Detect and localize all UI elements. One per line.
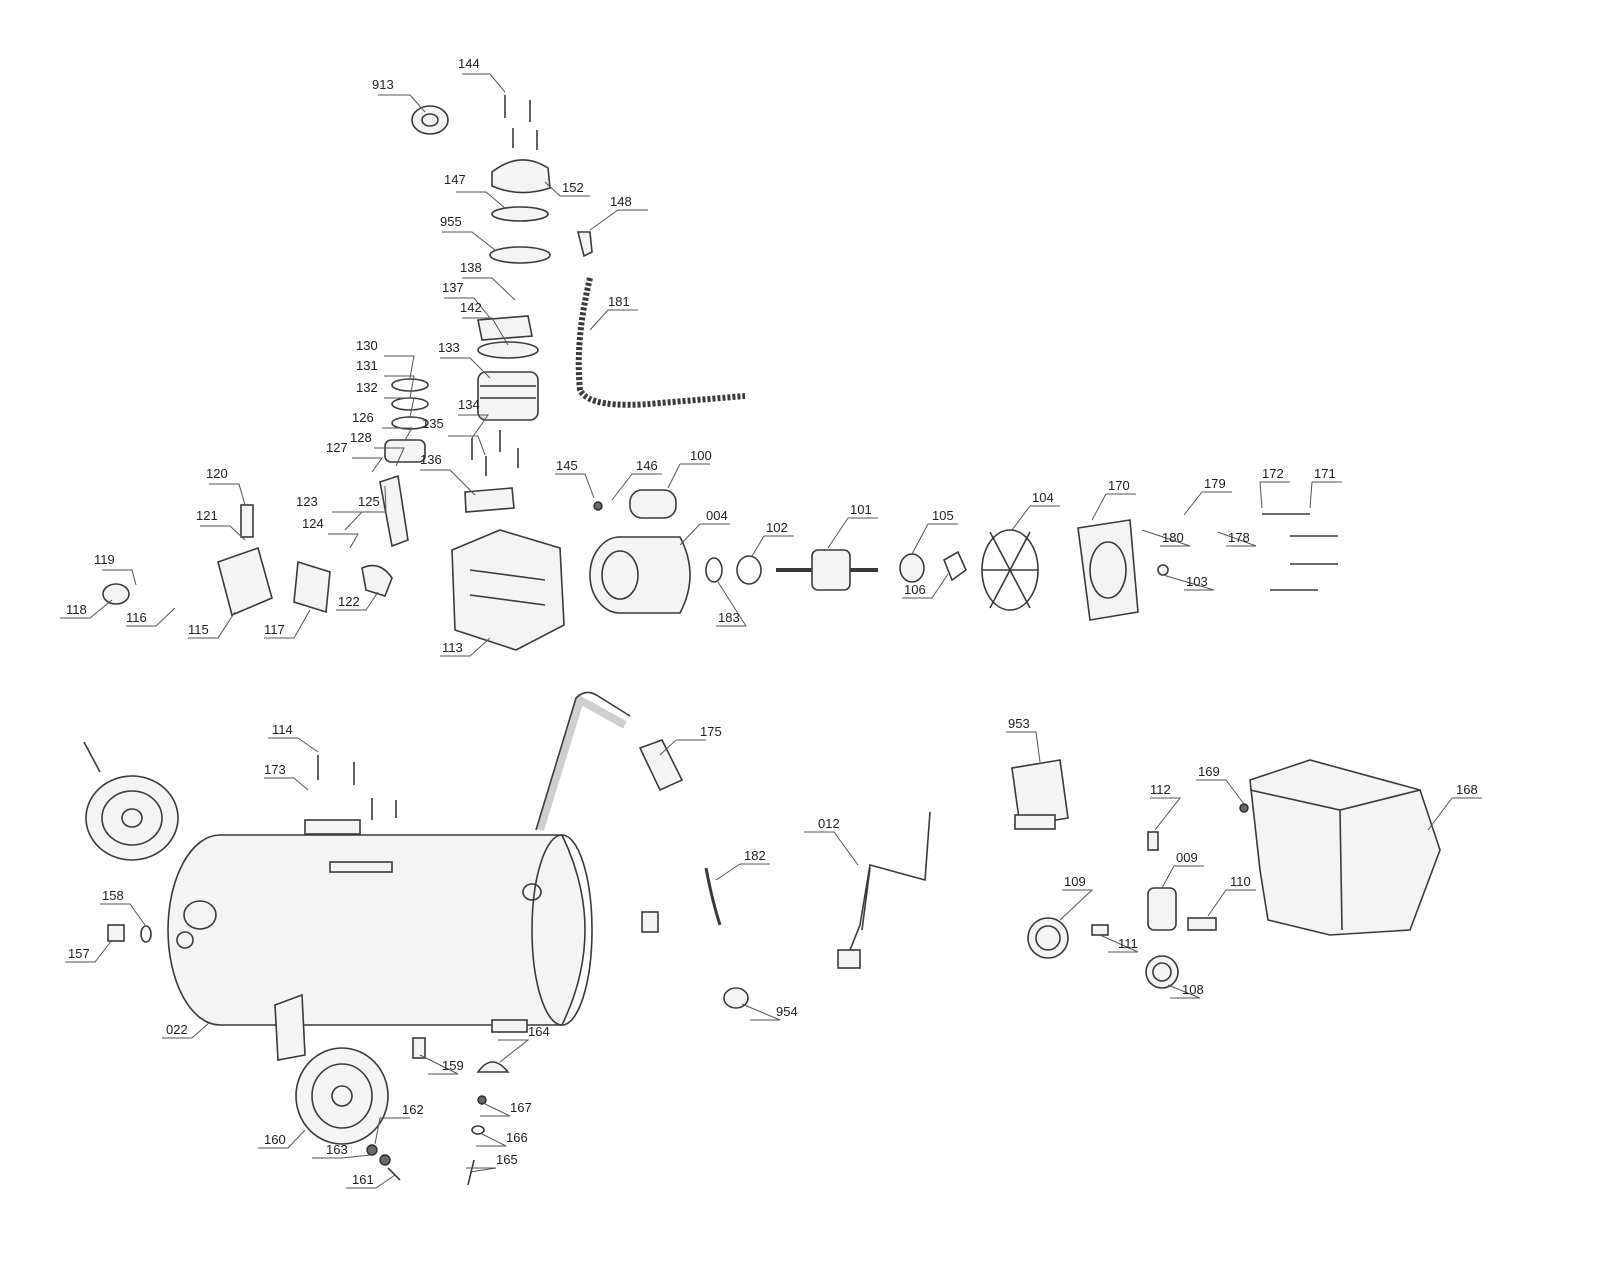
part-label: 166 (506, 1130, 528, 1145)
part-label: 167 (510, 1100, 532, 1115)
part-label: 134 (458, 397, 480, 412)
part-label: 128 (350, 430, 372, 445)
part-label: 183 (718, 610, 740, 625)
part-label: 152 (562, 180, 584, 195)
part-label: 009 (1176, 850, 1198, 865)
part-label: 109 (1064, 874, 1086, 889)
part-label: 169 (1198, 764, 1220, 779)
part-label: 124 (302, 516, 324, 531)
part-label: 954 (776, 1004, 798, 1019)
part-label: 120 (206, 466, 228, 481)
part-label: 142 (460, 300, 482, 315)
part-label: 163 (326, 1142, 348, 1157)
part-label: 108 (1182, 982, 1204, 997)
part-label: 122 (338, 594, 360, 609)
part-label: 147 (444, 172, 466, 187)
part-label: 148 (610, 194, 632, 209)
part-label: 913 (372, 77, 394, 92)
part-label: 012 (818, 816, 840, 831)
part-label: 133 (438, 340, 460, 355)
part-label: 004 (706, 508, 728, 523)
part-label: 104 (1032, 490, 1054, 505)
part-label: 136 (420, 452, 442, 467)
part-label: 131 (356, 358, 378, 373)
part-label: 022 (166, 1022, 188, 1037)
part-labels: 913 144 152 147 148 955 138 137 181 142 … (66, 56, 1478, 1187)
part-label: 955 (440, 214, 462, 229)
part-label: 144 (458, 56, 480, 71)
part-label: 111 (1118, 936, 1138, 951)
part-label: 175 (700, 724, 722, 739)
part-label: 106 (904, 582, 926, 597)
part-label: 146 (636, 458, 658, 473)
part-label: 101 (850, 502, 872, 517)
part-label: 114 (272, 722, 293, 737)
part-label: 162 (402, 1102, 424, 1117)
part-label: 132 (356, 380, 378, 395)
part-label: 170 (1108, 478, 1130, 493)
part-label: 172 (1262, 466, 1284, 481)
part-label: 102 (766, 520, 788, 535)
part-label: 130 (356, 338, 378, 353)
part-label: 138 (460, 260, 482, 275)
part-label: 178 (1228, 530, 1250, 545)
part-label: 100 (690, 448, 712, 463)
part-label: 116 (126, 610, 147, 625)
part-label: 127 (326, 440, 348, 455)
part-label: 121 (196, 508, 218, 523)
part-label: 180 (1162, 530, 1184, 545)
part-label: 173 (264, 762, 286, 777)
part-label: 105 (932, 508, 954, 523)
part-label: 115 (188, 622, 209, 637)
leader-lines (60, 73, 1482, 1189)
part-label: 158 (102, 888, 124, 903)
part-label: 119 (94, 552, 115, 567)
part-label: 145 (556, 458, 578, 473)
part-label: 125 (358, 494, 380, 509)
part-label: 165 (496, 1152, 518, 1167)
part-label: 123 (296, 494, 318, 509)
part-label: 157 (68, 946, 90, 961)
part-label: 168 (1456, 782, 1478, 797)
part-label: 135 (422, 416, 444, 431)
part-label: 179 (1204, 476, 1226, 491)
part-label: 113 (442, 640, 463, 655)
part-label: 117 (264, 622, 285, 637)
part-label: 112 (1150, 782, 1171, 797)
part-label: 161 (352, 1172, 374, 1187)
part-label: 137 (442, 280, 464, 295)
part-label: 171 (1314, 466, 1336, 481)
part-label: 103 (1186, 574, 1208, 589)
part-label: 164 (528, 1024, 550, 1039)
part-label: 953 (1008, 716, 1030, 731)
part-label: 182 (744, 848, 766, 863)
part-label: 126 (352, 410, 374, 425)
part-label: 181 (608, 294, 630, 309)
part-label: 118 (66, 602, 87, 617)
part-label: 110 (1230, 874, 1251, 889)
part-shapes (83, 95, 1441, 1186)
part-label: 160 (264, 1132, 286, 1147)
part-label: 159 (442, 1058, 464, 1073)
